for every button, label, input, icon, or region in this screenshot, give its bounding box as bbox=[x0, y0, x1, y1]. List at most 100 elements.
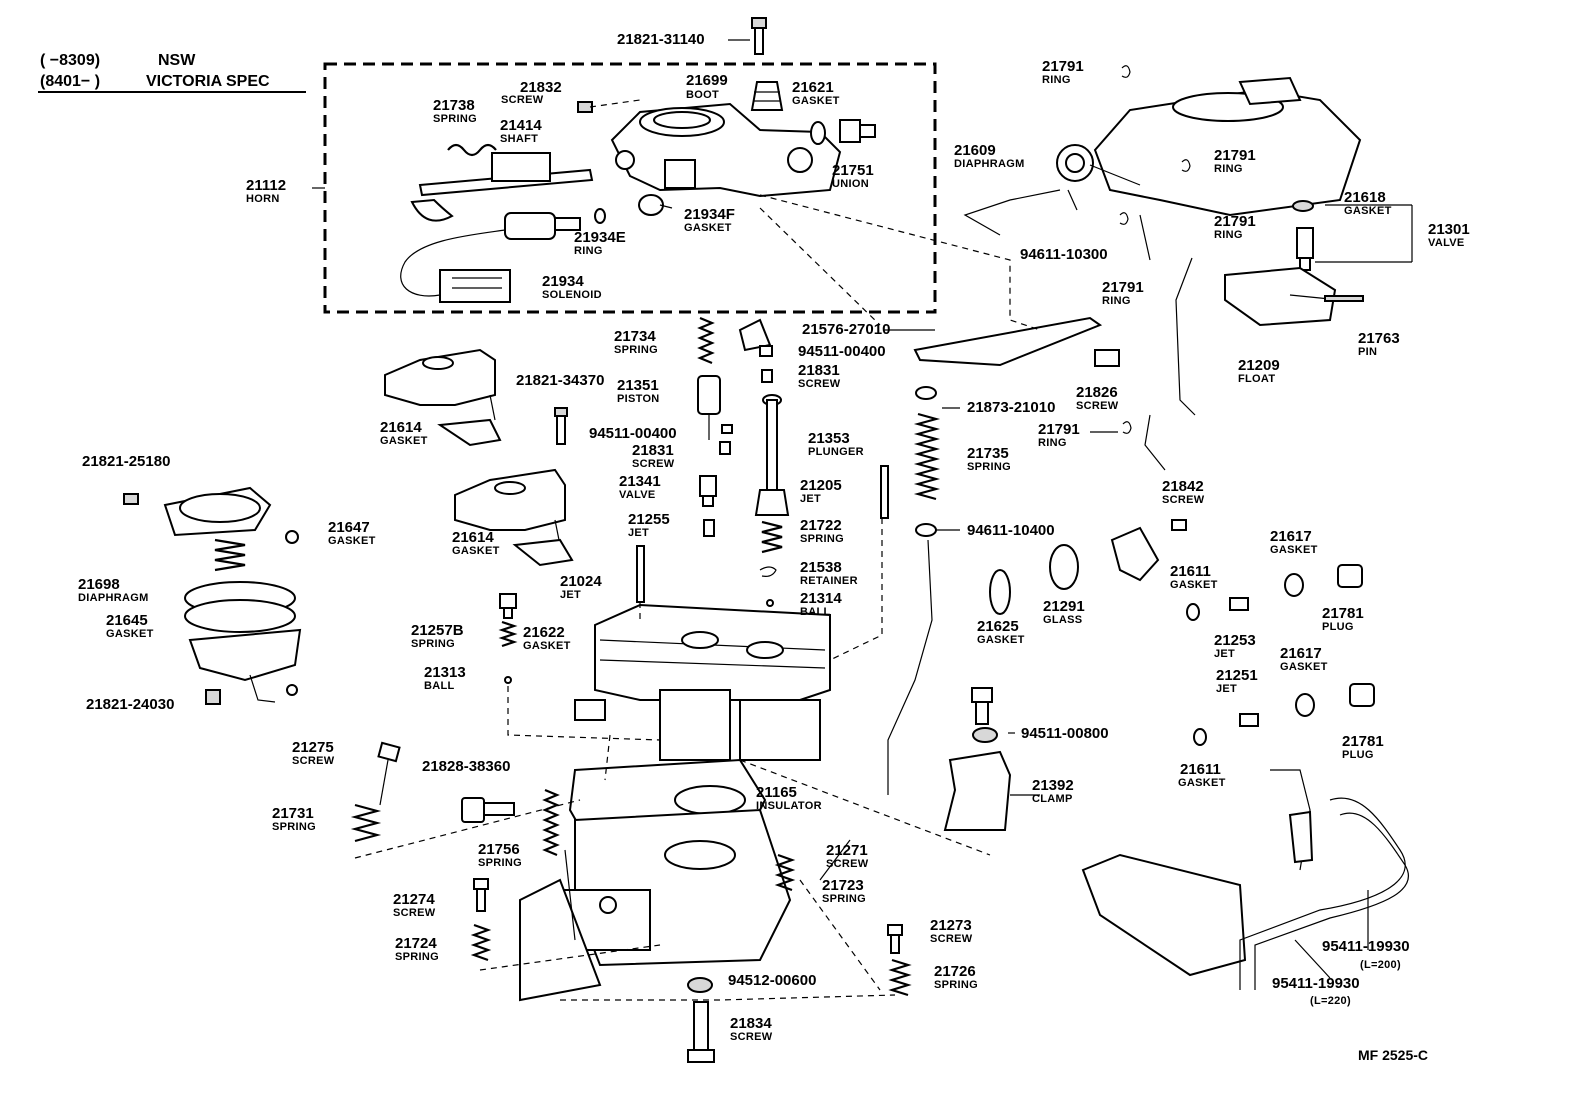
screw-21271 bbox=[819, 839, 851, 881]
part-label: RING bbox=[1102, 295, 1131, 307]
header-line1-range: ( −8309) bbox=[40, 52, 100, 69]
part-label: JET bbox=[800, 493, 821, 505]
spring-21726 bbox=[888, 958, 912, 997]
part-number: 21734 bbox=[614, 328, 656, 345]
part-number: 21791 bbox=[1042, 58, 1084, 75]
part-label: PLUG bbox=[1342, 749, 1374, 761]
part-label: GASKET bbox=[1178, 777, 1226, 789]
part-number: 21274 bbox=[393, 891, 435, 908]
part-label: GASKET bbox=[977, 634, 1025, 646]
part-label: GASKET bbox=[1270, 544, 1318, 556]
retainer bbox=[759, 566, 777, 577]
part-number: 21821-25180 bbox=[82, 453, 170, 470]
part-label: GASKET bbox=[684, 222, 732, 234]
part-number: 21622 bbox=[523, 624, 565, 641]
callout-c15: 94611-10300 bbox=[1020, 246, 1108, 263]
part-label: SCREW bbox=[1076, 400, 1119, 412]
spring-21731 bbox=[350, 803, 382, 843]
screw-21826 bbox=[1094, 349, 1120, 367]
screw-top bbox=[751, 17, 767, 55]
part-label: UNION bbox=[832, 178, 869, 190]
part-number: 21723 bbox=[822, 877, 864, 894]
part-number: 21414 bbox=[500, 117, 542, 134]
part-label: SCREW bbox=[632, 458, 675, 470]
needle-valve bbox=[1296, 227, 1314, 271]
header-line2-range: (8401− ) bbox=[40, 73, 100, 90]
spring-21738 bbox=[447, 143, 497, 157]
part-label: (L=220) bbox=[1310, 995, 1351, 1007]
screw-21274 bbox=[473, 878, 489, 912]
part-label: GASKET bbox=[1344, 205, 1392, 217]
part-number: 21621 bbox=[792, 79, 834, 96]
part-number: 21291 bbox=[1043, 598, 1085, 615]
gasket-21625 bbox=[989, 569, 1011, 615]
part-label: GASKET bbox=[523, 640, 571, 652]
callout-c43: 94611-10400 bbox=[967, 522, 1055, 539]
part-number: 21834 bbox=[730, 1015, 772, 1032]
jet-21253 bbox=[1229, 597, 1249, 611]
float bbox=[1224, 266, 1341, 327]
horn-group-box bbox=[323, 62, 937, 314]
callout-c23: 21576-27010 bbox=[802, 321, 890, 338]
part-label: RETAINER bbox=[800, 575, 858, 587]
part-number: 21781 bbox=[1322, 605, 1364, 622]
part-label: SPRING bbox=[934, 979, 978, 991]
part-label: SPRING bbox=[433, 113, 477, 125]
part-number: 21698 bbox=[78, 576, 120, 593]
part-label: VALVE bbox=[1428, 237, 1465, 249]
nut-94512-00600 bbox=[687, 977, 713, 993]
ring-clip-1 bbox=[1121, 65, 1131, 78]
part-number: 21255 bbox=[628, 511, 670, 528]
part-number: 21735 bbox=[967, 445, 1009, 462]
part-number: 21821-31140 bbox=[617, 31, 705, 48]
part-label: SCREW bbox=[798, 378, 841, 390]
part-number: 21731 bbox=[272, 805, 314, 822]
part-label: SPRING bbox=[967, 461, 1011, 473]
screw-21828 bbox=[461, 797, 515, 823]
glass-21291 bbox=[1049, 544, 1079, 590]
ring-clip-4 bbox=[1122, 421, 1132, 434]
part-number: 21699 bbox=[686, 72, 728, 89]
part-label: SOLENOID bbox=[542, 289, 602, 301]
part-number: 21351 bbox=[617, 377, 659, 394]
spring-21722 bbox=[761, 520, 783, 554]
part-number: 21726 bbox=[934, 963, 976, 980]
part-number: 21791 bbox=[1102, 279, 1144, 296]
ball-21313 bbox=[504, 676, 512, 684]
part-label: SPRING bbox=[395, 951, 439, 963]
callout-c79: 95411-19930(L=220) bbox=[1272, 975, 1360, 1007]
part-number: 21934 bbox=[542, 273, 584, 290]
part-label: JET bbox=[1214, 648, 1235, 660]
gasket-21617-a bbox=[1284, 573, 1304, 597]
part-label: RING bbox=[574, 245, 603, 257]
part-number: 21611 bbox=[1170, 563, 1211, 580]
nut-94511-00400 bbox=[759, 345, 773, 357]
screw-21832 bbox=[577, 101, 593, 113]
jet-21257b bbox=[499, 593, 517, 619]
part-number: 94511-00800 bbox=[1021, 725, 1109, 742]
part-number: 21831 bbox=[632, 442, 674, 459]
part-label: GASKET bbox=[380, 435, 428, 447]
jet-21251 bbox=[1239, 713, 1259, 727]
valve-21341 bbox=[699, 475, 717, 507]
part-label: GLASS bbox=[1043, 614, 1082, 626]
part-label: SCREW bbox=[730, 1031, 773, 1043]
part-number: 21273 bbox=[930, 917, 972, 934]
